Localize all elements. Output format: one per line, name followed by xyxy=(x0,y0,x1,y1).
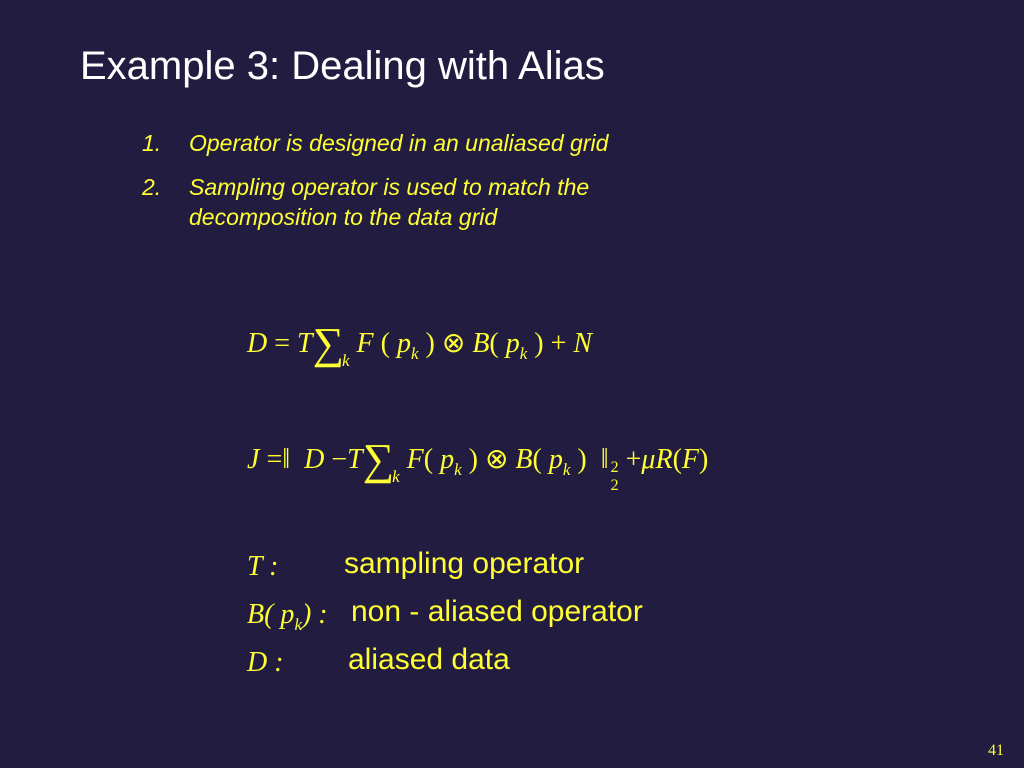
definition-text: aliased data xyxy=(348,643,510,676)
eq-subscript: k xyxy=(454,460,462,479)
eq-symbol: F xyxy=(406,444,424,475)
eq-symbol: p xyxy=(396,328,411,359)
list-item-number: 2. xyxy=(142,174,162,200)
eq-operator: ⊗ xyxy=(441,328,466,359)
list-item-text: Sampling operator is used to match the d… xyxy=(189,174,590,230)
norm-superscript: 2 xyxy=(610,459,619,476)
eq-symbol: D xyxy=(247,328,268,359)
eq-symbol: B xyxy=(472,328,490,359)
definition-text: sampling operator xyxy=(344,547,585,580)
summation-index: k xyxy=(341,351,350,370)
norm-subscript: 2 xyxy=(610,477,619,494)
definition-symbol: T : xyxy=(247,551,278,583)
eq-symbol: B xyxy=(515,444,533,475)
list-item: 1. Operator is designed in an unaliased … xyxy=(142,128,669,158)
numbered-list: 1. Operator is designed in an unaliased … xyxy=(142,128,669,246)
definition-symbol: B( pk) : xyxy=(247,599,328,634)
symbol-text: B( p xyxy=(247,599,295,630)
norm-bar: ‖ xyxy=(600,444,609,475)
summation-index: k xyxy=(392,467,400,486)
list-item-number: 1. xyxy=(142,130,162,156)
norm-bar: ‖ xyxy=(282,444,291,475)
eq-symbol: R xyxy=(655,444,673,475)
eq-operator: − xyxy=(331,444,348,475)
eq-subscript: k xyxy=(519,344,528,363)
summation-sign: ∑ xyxy=(362,435,395,484)
symbol-subscript: k xyxy=(294,615,302,634)
eq-symbol: μ xyxy=(641,444,656,475)
eq-operator: = xyxy=(266,444,283,475)
eq-symbol: N xyxy=(573,328,593,359)
summation-sign: ∑ xyxy=(312,319,344,368)
list-item: 2. Sampling operator is used to match th… xyxy=(142,172,669,232)
eq-symbol: D xyxy=(304,444,325,475)
eq-symbol: T xyxy=(347,444,363,475)
eq-operator: ⊗ xyxy=(484,444,509,475)
eq-symbol: F xyxy=(681,444,700,475)
eq-symbol: p xyxy=(548,444,563,475)
definition-text: non - aliased operator xyxy=(351,595,643,628)
symbol-text: T : xyxy=(247,551,279,582)
eq-subscript: k xyxy=(562,460,571,479)
definition-symbol: D : xyxy=(247,647,284,679)
eq-symbol: J xyxy=(247,444,260,475)
symbol-text: D : xyxy=(247,647,284,678)
list-item-text: Operator is designed in an unaliased gri… xyxy=(189,130,609,156)
eq-operator: = xyxy=(274,328,291,359)
eq-subscript: k xyxy=(410,344,419,363)
equation-model: D = T∑k F ( pk ) ⊗ B( pk ) + N xyxy=(247,319,593,370)
eq-symbol: F xyxy=(356,328,374,359)
eq-operator: + xyxy=(550,328,567,359)
eq-symbol: p xyxy=(505,328,520,359)
eq-symbol: T xyxy=(297,328,313,359)
page-number: 41 xyxy=(988,742,1004,759)
eq-symbol: p xyxy=(440,444,455,475)
eq-operator: + xyxy=(625,444,642,475)
slide-title: Example 3: Dealing with Alias xyxy=(80,44,605,88)
symbol-tail: ) : xyxy=(301,599,328,630)
